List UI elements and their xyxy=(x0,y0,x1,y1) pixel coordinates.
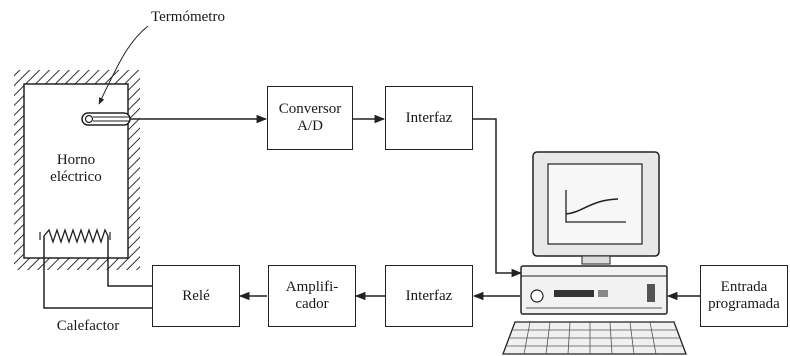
thermometer-label: Termómetro xyxy=(151,9,225,25)
computer-icon xyxy=(502,151,687,355)
amplifier-block: Amplifi- cador xyxy=(268,265,356,327)
thermometer-pointer-arrow xyxy=(98,25,149,105)
interface-top-block: Interfaz xyxy=(385,86,473,150)
heater-wire-upper xyxy=(107,236,152,287)
screen-plot-axes xyxy=(565,190,626,223)
programmed-input-line2: programada xyxy=(708,296,780,312)
interface-top-label: Interfaz xyxy=(405,109,453,126)
thermometer-probe xyxy=(81,112,131,126)
interface-bottom-block: Interfaz xyxy=(385,265,473,327)
oven-label: Horno eléctrico xyxy=(24,152,128,186)
ad-converter-line2: A/D xyxy=(297,118,323,134)
oven-label-line1: Horno xyxy=(56,152,96,168)
amplifier-line1: Amplifi- xyxy=(285,279,339,295)
oven-label-line2: eléctrico xyxy=(50,169,102,185)
screen-plot-curve xyxy=(565,198,619,215)
interface-bottom-label: Interfaz xyxy=(405,287,453,304)
relay-label: Relé xyxy=(182,287,210,304)
amplifier-line2: cador xyxy=(295,296,329,312)
programmed-input-line1: Entrada xyxy=(720,279,768,295)
interface-to-computer-arrow xyxy=(473,118,523,278)
ad-converter-line1: Conversor xyxy=(278,101,342,117)
relay-block: Relé xyxy=(152,265,240,327)
heater-label: Calefactor xyxy=(56,318,120,334)
heater-coil-icon xyxy=(43,227,109,245)
ad-converter-block: Conversor A/D xyxy=(267,86,353,150)
programmed-input-block: Entrada programada xyxy=(700,265,788,327)
heater-wire-lower xyxy=(43,236,152,309)
